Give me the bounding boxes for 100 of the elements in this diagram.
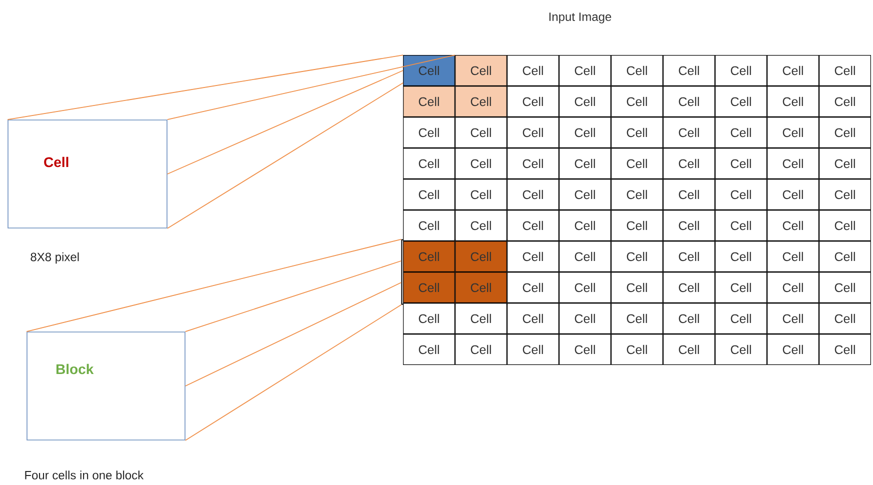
grid-cell: Cell [507,241,559,272]
grid-cell: Cell [715,179,767,210]
grid-cell: Cell [819,148,871,179]
grid-cell: Cell [455,117,507,148]
grid-cell: Cell [663,86,715,117]
grid-cell: Cell [819,334,871,365]
grid-cell: Cell [507,272,559,303]
grid-cell: Cell [715,303,767,334]
grid-cell: Cell [507,179,559,210]
grid-cell: Cell [507,86,559,117]
grid-cell: Cell [819,117,871,148]
grid-cell: Cell [663,55,715,86]
grid-cell: Cell [403,148,455,179]
grid-cell: Cell [715,272,767,303]
projection-line [166,82,404,229]
grid-cell: Cell [559,210,611,241]
grid-cell: Cell [819,303,871,334]
grid-cell: Cell [507,303,559,334]
grid-cell: Cell [715,334,767,365]
grid-cell: Cell [559,272,611,303]
grid-cell: Cell [819,55,871,86]
grid-cell: Cell [663,117,715,148]
grid-cell: Cell [455,179,507,210]
grid-cell: Cell [611,303,663,334]
grid-cell: Cell [403,179,455,210]
grid-cell: Cell [611,117,663,148]
grid-cell: Cell [663,303,715,334]
grid-cell: Cell [403,55,455,86]
projection-line [184,282,402,386]
block-box: Block [26,332,186,440]
grid-cell: Cell [611,55,663,86]
grid-cell: Cell [715,117,767,148]
grid-cell: Cell [559,86,611,117]
grid-cell: Cell [455,272,507,303]
grid-cell: Cell [559,334,611,365]
projection-line [7,54,404,120]
grid-cell: Cell [819,272,871,303]
grid-cell: Cell [767,334,819,365]
grid-cell: Cell [663,241,715,272]
grid-cell: Cell [715,55,767,86]
grid-cell: Cell [559,241,611,272]
grid-cell: Cell [455,86,507,117]
grid-cell: Cell [663,148,715,179]
grid-cell: Cell [611,334,663,365]
grid-cell: Cell [767,241,819,272]
grid-cell: Cell [611,241,663,272]
grid-cell: Cell [715,210,767,241]
grid-cell: Cell [611,148,663,179]
grid-cell: Cell [507,334,559,365]
grid-cell: Cell [715,148,767,179]
grid-cell: Cell [611,210,663,241]
grid-cell: Cell [455,148,507,179]
grid-cell: Cell [403,210,455,241]
grid-cell: Cell [507,210,559,241]
grid-cell: Cell [403,117,455,148]
grid-cell: Cell [611,179,663,210]
projection-line [166,54,456,120]
projection-line [184,260,402,332]
grid-cell: Cell [767,210,819,241]
node-label: 8X8 pixel [30,252,79,264]
grid-cell: Cell [403,334,455,365]
projection-line [26,238,402,332]
grid-cell: Cell [559,179,611,210]
grid-cell: Cell [767,86,819,117]
grid-cell: Cell [819,210,871,241]
grid-cell: Cell [715,86,767,117]
grid-cell: Cell [663,210,715,241]
grid-cell: Cell [767,179,819,210]
grid-cell: Cell [767,55,819,86]
grid-cell: Cell [507,55,559,86]
grid-cell: Cell [663,272,715,303]
grid-cell: Cell [611,272,663,303]
title: Input Image [549,12,612,24]
block-box: Cell [8,120,168,228]
grid-cell: Cell [663,179,715,210]
grid-cell: Cell [611,86,663,117]
grid-cell: Cell [663,334,715,365]
grid-cell: Cell [559,117,611,148]
grid-cell: Cell [819,179,871,210]
grid-cell: Cell [819,241,871,272]
grid-cell: Cell [767,272,819,303]
grid-cell: Cell [767,303,819,334]
grid-cell: Cell [403,272,455,303]
grid-cell: Cell [767,117,819,148]
projection-line [184,304,402,441]
grid-cell: Cell [403,241,455,272]
grid-cell: Cell [559,55,611,86]
grid-cell: Cell [559,148,611,179]
grid-cell: Cell [715,241,767,272]
projection-line [166,70,404,174]
grid-cell: Cell [455,334,507,365]
grid-cell: Cell [455,210,507,241]
node-label: Four cells in one block [25,470,144,480]
grid-cell: Cell [507,148,559,179]
grid-cell: Cell [559,303,611,334]
grid-cell: Cell [403,303,455,334]
grid-cell: Cell [455,241,507,272]
grid-cell: Cell [403,86,455,117]
grid-cell: Cell [819,86,871,117]
grid-cell: Cell [455,303,507,334]
